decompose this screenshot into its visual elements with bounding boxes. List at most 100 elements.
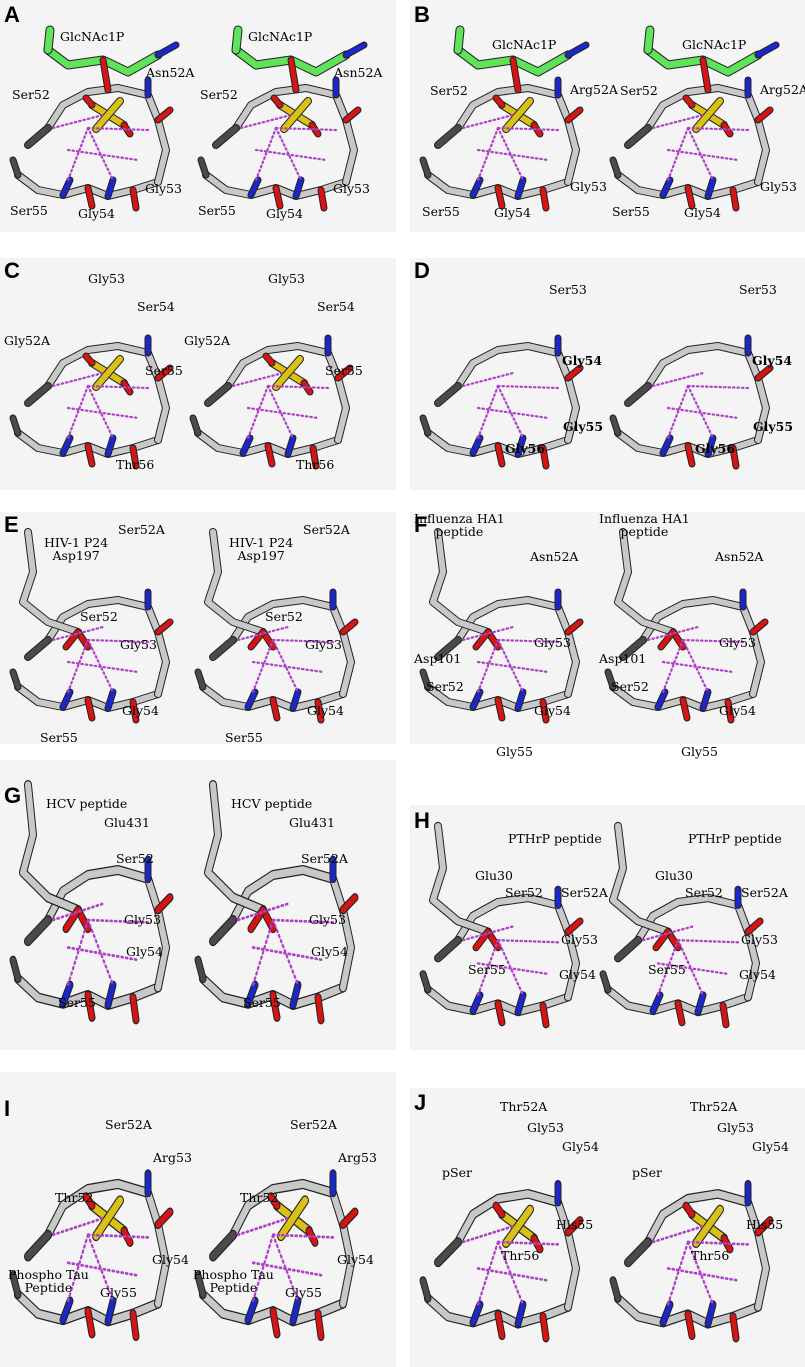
residue-label: Ser55 [145, 363, 183, 378]
carbonyl-oxygen [273, 185, 283, 209]
ligand-sugar [232, 26, 242, 54]
stereo-structure-b [419, 25, 780, 212]
hydrogen-bond [461, 625, 515, 642]
backbone-upper [233, 85, 357, 185]
residue-label: Arg52A [760, 82, 805, 97]
amide-nitrogen [700, 689, 711, 711]
side-chain [420, 415, 431, 436]
amide-nitrogen [660, 1301, 673, 1326]
amide-nitrogen [470, 435, 483, 456]
residue-label: Thr52 [55, 1189, 94, 1205]
residue-label: HCV peptide [46, 796, 128, 812]
carbonyl-oxygen [155, 619, 173, 635]
hydrogen-bond [686, 1240, 750, 1246]
sulfate-oxygen [493, 1202, 505, 1218]
side-chain [198, 157, 209, 178]
backbone-upper [645, 1190, 769, 1311]
hydrogen-bond [236, 1216, 290, 1237]
side-chain [210, 916, 236, 945]
side-chain [420, 157, 431, 178]
ligand-sugar [644, 26, 654, 54]
hydrogen-bond [271, 638, 335, 644]
carbonyl-oxygen [130, 445, 139, 469]
residue-label: Glu431 [289, 815, 335, 831]
amide-nitrogen [655, 689, 668, 710]
sulfate-bond [281, 98, 311, 132]
hydrogen-bond [251, 1233, 275, 1303]
residue-label: Thr56 [691, 1247, 730, 1263]
side-chain [435, 1238, 461, 1267]
residue-label: Gly56 [695, 441, 736, 456]
residue-label: Arg53 [153, 1150, 192, 1166]
residue-label: Asn52A [146, 65, 195, 80]
amide-nitrogen [293, 177, 304, 199]
residue-label: Ser52 [426, 679, 464, 694]
residue-label: Ser52A [290, 1117, 337, 1133]
carbonyl-oxygen [130, 1310, 139, 1340]
amide-nitrogen [285, 435, 296, 457]
stereo-structure-d [419, 334, 774, 470]
hydrogen-bond [66, 660, 140, 674]
carbonyl-oxygen [315, 994, 324, 1024]
amide-nitrogen [650, 992, 663, 1014]
backbone-upper [455, 85, 579, 185]
carbonyl-oxygen [495, 1311, 505, 1339]
residue-label: Ser55 [243, 995, 281, 1011]
sulfate-oxygen [121, 122, 133, 137]
ligand-sugar [44, 26, 54, 54]
hydrogen-bond [254, 148, 328, 162]
hydrogen-bond [496, 1240, 560, 1246]
backbone-upper [225, 343, 349, 443]
residue-label: Ser52 [116, 851, 154, 867]
panel-letter-f: F [414, 512, 428, 537]
panel-letter-g: G [4, 783, 22, 808]
amide-nitrogen [705, 435, 716, 457]
side-chain [195, 669, 206, 690]
residue-label: Gly53 [527, 1120, 564, 1136]
hydrogen-bond [86, 638, 150, 644]
side-chain [25, 125, 51, 148]
side-chain [195, 1272, 206, 1298]
backbone-upper [645, 85, 769, 185]
hydrogen-bond [476, 962, 550, 976]
side-chain [25, 916, 51, 945]
carbonyl-oxygen [755, 365, 773, 381]
hydrogen-bond [476, 384, 500, 440]
carbonyl-oxygen [565, 107, 583, 123]
side-chain [420, 1277, 431, 1302]
sulfate-oxygen [121, 1227, 133, 1246]
carbonyl-oxygen [340, 619, 358, 635]
residue-label: Influenza HA1 peptide [599, 511, 690, 540]
stereo-structure-g [9, 780, 359, 1025]
carbonyl-oxygen [745, 918, 763, 935]
hydrogen-bond [246, 384, 270, 440]
residue-label: Gly54 [752, 1138, 789, 1154]
residue-label: Gly55 [563, 419, 604, 434]
carbonyl-oxygen [750, 619, 768, 635]
residue-label: Gly52A [184, 333, 230, 348]
sulfate-oxygen [268, 1193, 280, 1209]
carbonyl-oxygen [155, 894, 173, 914]
residue-label: Gly54 [752, 353, 793, 368]
hydrogen-bond [239, 113, 293, 130]
hydrogen-bond [66, 126, 90, 182]
residue-label: Ser52A [118, 522, 165, 537]
amide-nitrogen [60, 981, 73, 1007]
hydrogen-bond [461, 925, 515, 942]
side-chain [213, 125, 239, 148]
carbonyl-oxygen [685, 185, 695, 209]
hydrogen-bond [66, 946, 140, 962]
hydrogen-bond [681, 638, 745, 644]
residue-label: Gly55 [285, 1284, 322, 1300]
residue-label: GlcNAc1P [248, 29, 313, 44]
residue-label: Gly54 [78, 206, 115, 221]
hydrogen-bond [666, 126, 690, 182]
backbone-upper [230, 597, 354, 697]
carbonyl-oxygen [318, 187, 327, 211]
carbonyl-oxygen [495, 1000, 505, 1026]
sulfate-oxygen [683, 95, 695, 108]
carbonyl-oxygen [720, 1002, 729, 1028]
panel-letter-c: C [4, 258, 20, 283]
